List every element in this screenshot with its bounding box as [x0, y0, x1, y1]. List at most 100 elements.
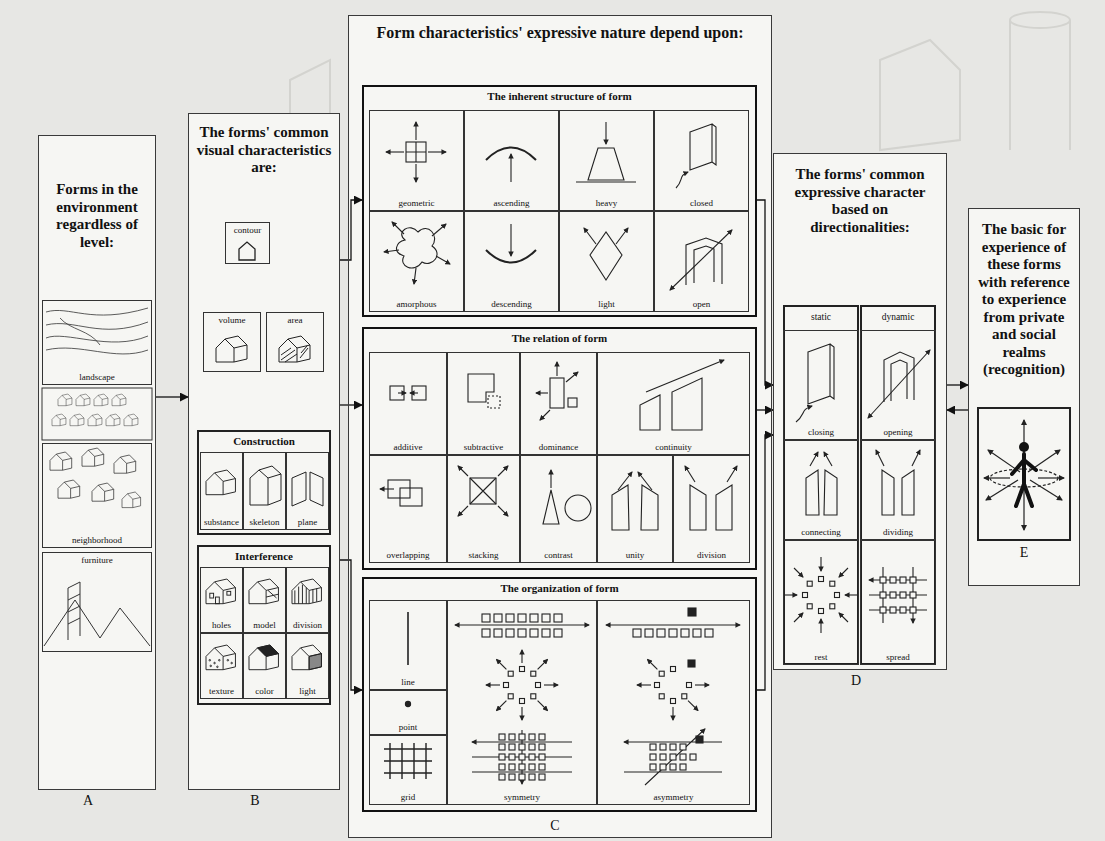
icon-cell: asymmetry [597, 600, 750, 805]
icon-cell: contrast [520, 455, 597, 563]
cell-label: geometric [371, 198, 462, 208]
icon-cell: substance [200, 452, 243, 530]
cell-label: dividing [862, 527, 934, 537]
column-header: dynamic [863, 312, 933, 323]
part-letter: A [68, 793, 108, 808]
cell-label: continuity [599, 442, 748, 452]
neighborhood-drawing [50, 448, 141, 508]
stage-panel: The forms' common visual characteristics… [188, 113, 340, 790]
cell-label: descending [466, 299, 557, 309]
icon-cell: continuity [597, 352, 750, 455]
icon-cell: neighborhood [42, 443, 152, 548]
column-header: static [786, 312, 856, 323]
icon-cell: light [559, 211, 654, 312]
cell-label: neighborhood [44, 535, 150, 545]
box-title: Interference [201, 550, 327, 563]
part-letter: D [836, 673, 876, 688]
box-title: The inherent structure of form [366, 90, 753, 103]
landscape-drawing [46, 308, 148, 354]
cell-label: substance [202, 517, 241, 527]
cell-label: volume [205, 315, 259, 325]
cell-label: furniture [44, 555, 150, 565]
label-slot: B [235, 793, 275, 808]
contour-icon [239, 242, 255, 260]
cell-label: ascending [466, 198, 557, 208]
icon-cell: closed [654, 110, 749, 211]
cell-label: open [656, 299, 747, 309]
cell-label: division [675, 550, 748, 560]
flow-arrow [757, 435, 773, 690]
icon-cell: model [243, 567, 286, 633]
cell-label: area [268, 315, 322, 325]
group-box: Construction substanceskeletonplane [197, 430, 331, 535]
cell-label: connecting [785, 527, 857, 537]
icon-cell: texture [200, 633, 243, 699]
icon-cell: descending [464, 211, 559, 312]
icon-cell: opening [860, 330, 936, 440]
part-letter: E [1004, 545, 1044, 560]
icon-cell: dominance [520, 352, 597, 455]
group-box: The inherent structure of form geometric a… [362, 85, 757, 317]
icon-cell: unity [597, 455, 673, 563]
cell-label: stacking [449, 550, 518, 560]
flow-arrow [757, 200, 773, 385]
cell-label: division [288, 620, 327, 630]
flow-arrow [156, 396, 188, 397]
panel-heading: The forms' common expressive character b… [781, 166, 939, 236]
directionality-icons [783, 344, 930, 633]
icon-cell: symmetry [447, 600, 597, 805]
icon-cell: color [243, 633, 286, 699]
panel-heading: The forms' common visual characteristics… [196, 124, 332, 177]
icon-cell: open [654, 211, 749, 312]
icon-cell: furniture [42, 552, 152, 652]
furniture-drawing [44, 582, 150, 646]
icon-cell: plane [286, 452, 329, 530]
part-letter: B [235, 793, 275, 808]
icon-cell: skeleton [243, 452, 286, 530]
flow-arrow [340, 200, 362, 260]
person-figure [978, 408, 1070, 540]
icon-cell: spread [860, 540, 936, 665]
cell-label: unity [599, 550, 671, 560]
icon-cell: division [673, 455, 750, 563]
icon-cell: overlapping [369, 455, 447, 563]
cell-label: dominance [522, 442, 595, 452]
icon-cell: subtractive [447, 352, 520, 455]
box-title: The relation of form [366, 332, 753, 345]
group-box: The organization of formlinepointgridsym… [362, 577, 757, 812]
part-letter: C [535, 818, 575, 833]
houses-grid-drawing [42, 388, 152, 440]
cell-label: color [245, 686, 284, 696]
stage-panel: Form characteristics' expressive nature … [348, 15, 772, 838]
cell-label: heavy [561, 198, 652, 208]
cell-label: subtractive [449, 442, 518, 452]
flow-arrow [340, 404, 362, 405]
panel-heading: Forms in the environment regardless of l… [46, 181, 148, 251]
icon-cell: contour [225, 222, 270, 264]
cell-label: contrast [522, 550, 595, 560]
icon-cell: dividing [860, 440, 936, 540]
flow-arrow [340, 560, 362, 690]
cell-label: model [245, 620, 284, 630]
group-box: Interference holesmodel division texturecol… [197, 545, 331, 705]
icon-cell: point [369, 690, 447, 735]
cell-label: point [371, 722, 445, 732]
cell-label: spread [862, 652, 934, 662]
flow-arrow [757, 409, 773, 410]
box-title: Construction [201, 435, 327, 448]
icon-cell: holes [200, 567, 243, 633]
panel-heading: The basic for experience of these forms … [974, 221, 1074, 379]
icon-cell: connecting [783, 440, 859, 540]
volume-area-icons [216, 336, 310, 362]
label-slot: E [1004, 545, 1044, 560]
icon-cell: closing [783, 330, 859, 440]
cell-label: rest [785, 652, 857, 662]
box-title: The organization of form [366, 582, 753, 595]
cell-label: amorphous [371, 299, 462, 309]
icon-cell: line [369, 600, 447, 690]
cell-label: symmetry [449, 792, 595, 802]
cell-label: plane [288, 517, 327, 527]
cell-label: light [561, 299, 652, 309]
